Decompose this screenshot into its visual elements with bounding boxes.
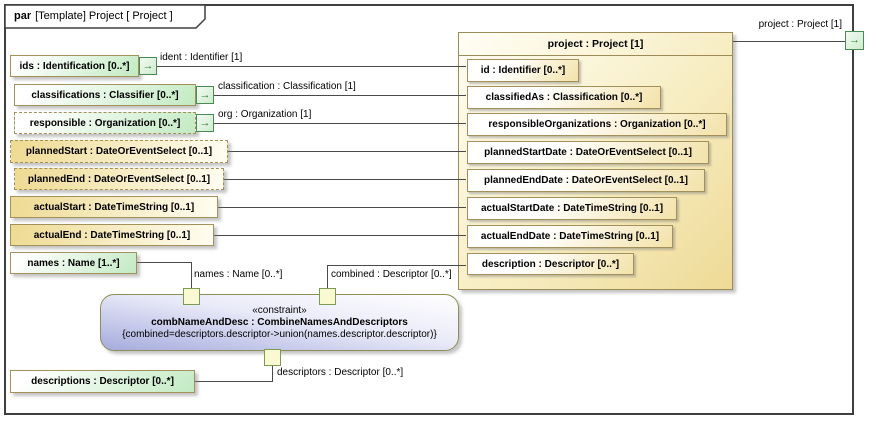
part-classifications-label: classifications : Classifier [0..*] — [31, 89, 179, 101]
part-ids[interactable]: ids : Identification [0..*] — [10, 55, 139, 77]
part-responsibleOrganizations-label: responsibleOrganizations : Organization … — [488, 119, 706, 130]
label-combined-binding: combined : Descriptor [0..*] — [331, 269, 452, 280]
part-description[interactable]: description : Descriptor [0..*] — [467, 253, 634, 275]
label-ident: ident : Identifier [1] — [160, 52, 243, 63]
frame-tab-label: par[Template] Project [ Project ] — [14, 10, 173, 22]
label-frame-port: project : Project [1] — [758, 19, 842, 30]
part-plannedStartDate[interactable]: plannedStartDate : DateOrEventSelect [0.… — [467, 141, 709, 164]
connector-descriptors-h — [195, 381, 273, 382]
part-names[interactable]: names : Name [1..*] — [10, 252, 137, 274]
arrow-right-icon: → — [142, 59, 154, 72]
connector-names-v — [191, 262, 192, 289]
label-descriptors-binding: descriptors : Descriptor [0..*] — [277, 367, 404, 378]
frame-tab — [4, 4, 206, 29]
part-ids-label: ids : Identification [0..*] — [19, 60, 130, 72]
part-actualStartDate-label: actualStartDate : DateTimeString [0..1] — [480, 203, 664, 214]
label-classification: classification : Classification [1] — [218, 81, 356, 92]
project-title: project : Project [1] — [459, 33, 732, 56]
port-classifications[interactable]: → — [196, 86, 214, 104]
label-org: org : Organization [1] — [218, 109, 312, 120]
part-descriptions-label: descriptions : Descriptor [0..*] — [31, 376, 174, 387]
connector-combined-v — [327, 265, 328, 289]
part-plannedEnd[interactable]: plannedEnd : DateOrEventSelect [0..1] — [14, 168, 224, 190]
port-frame-project[interactable]: → — [845, 31, 864, 50]
part-plannedStart-label: plannedStart : DateOrEventSelect [0..1] — [25, 146, 213, 157]
constraint-stereotype: «constraint» — [252, 305, 307, 316]
connector-project-frameport — [733, 41, 846, 42]
part-classifiedAs-label: classifiedAs : Classification [0..*] — [485, 92, 643, 103]
connector-classifications-classifiedAs — [214, 95, 466, 96]
constraint-name: combNameAndDesc : CombineNamesAndDescrip… — [151, 317, 408, 328]
part-id-label: id : Identifier [0..*] — [480, 65, 566, 76]
connector-responsible-responsibleOrganizations — [214, 123, 466, 124]
arrow-right-icon: → — [849, 34, 860, 46]
connector-plannedStart-plannedStartDate — [228, 151, 466, 152]
arrow-right-icon: → — [199, 116, 211, 129]
port-ids[interactable]: → — [139, 57, 157, 75]
part-responsible[interactable]: responsible : Organization [0..*] — [14, 112, 196, 134]
constraint-block[interactable]: «constraint» combNameAndDesc : CombineNa… — [100, 294, 459, 351]
port-responsible[interactable]: → — [196, 114, 214, 132]
part-responsible-label: responsible : Organization [0..*] — [29, 117, 181, 129]
connector-combined-h — [327, 265, 466, 266]
part-actualEndDate[interactable]: actualEndDate : DateTimeString [0..1] — [467, 225, 673, 248]
tab-keyword: par — [14, 10, 32, 22]
connector-descriptors-v — [272, 365, 273, 381]
tab-title: [Template] Project [ Project ] — [35, 10, 173, 22]
connector-ids-id — [157, 66, 466, 67]
project-block[interactable]: project : Project [1] id : Identifier [0… — [458, 32, 733, 290]
part-plannedStartDate-label: plannedStartDate : DateOrEventSelect [0.… — [484, 147, 692, 158]
part-plannedStart[interactable]: plannedStart : DateOrEventSelect [0..1] — [10, 140, 228, 163]
part-description-label: description : Descriptor [0..*] — [481, 258, 620, 270]
part-plannedEndDate-label: plannedEndDate : DateOrEventSelect [0..1… — [484, 175, 688, 186]
part-descriptions[interactable]: descriptions : Descriptor [0..*] — [10, 370, 195, 393]
port-constraint-descriptors[interactable] — [264, 349, 281, 366]
part-actualStartDate[interactable]: actualStartDate : DateTimeString [0..1] — [467, 197, 677, 220]
connector-names-h — [137, 262, 192, 263]
connector-actualEnd-actualEndDate — [214, 235, 466, 236]
part-actualEndDate-label: actualEndDate : DateTimeString [0..1] — [480, 231, 660, 242]
port-constraint-names[interactable] — [183, 288, 200, 305]
part-actualEnd[interactable]: actualEnd : DateTimeString [0..1] — [10, 224, 214, 246]
part-actualStart[interactable]: actualStart : DateTimeString [0..1] — [10, 196, 218, 218]
part-classifications[interactable]: classifications : Classifier [0..*] — [14, 84, 196, 106]
part-id[interactable]: id : Identifier [0..*] — [467, 59, 579, 82]
part-actualEnd-label: actualEnd : DateTimeString [0..1] — [33, 229, 191, 241]
part-actualStart-label: actualStart : DateTimeString [0..1] — [33, 201, 195, 213]
part-names-label: names : Name [1..*] — [27, 257, 120, 269]
part-classifiedAs[interactable]: classifiedAs : Classification [0..*] — [467, 86, 661, 109]
part-plannedEnd-label: plannedEnd : DateOrEventSelect [0..1] — [27, 173, 211, 185]
constraint-expression: {combined=descriptors.descriptor->union(… — [122, 329, 437, 340]
part-plannedEndDate[interactable]: plannedEndDate : DateOrEventSelect [0..1… — [467, 169, 705, 192]
connector-plannedEnd-plannedEndDate — [224, 179, 466, 180]
connector-actualStart-actualStartDate — [218, 207, 466, 208]
port-constraint-combined[interactable] — [319, 288, 336, 305]
part-responsibleOrganizations[interactable]: responsibleOrganizations : Organization … — [467, 113, 727, 136]
arrow-right-icon: → — [199, 88, 211, 101]
label-names-binding: names : Name [0..*] — [194, 269, 283, 280]
